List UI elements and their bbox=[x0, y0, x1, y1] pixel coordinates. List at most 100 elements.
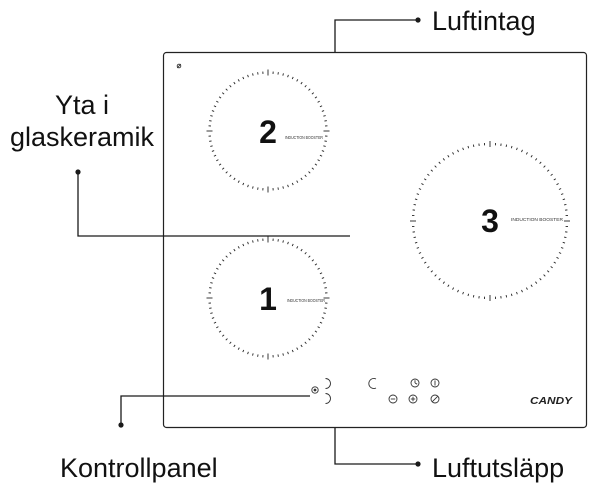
zone-tick bbox=[210, 145, 213, 147]
zone-tick bbox=[300, 344, 303, 348]
cooking-zone-3: 3 INDUCTION BOOSTER bbox=[410, 141, 570, 301]
zone-tick bbox=[218, 163, 222, 166]
zone-tick bbox=[438, 277, 441, 281]
zone-tick bbox=[252, 240, 254, 243]
zone-tick bbox=[521, 289, 523, 293]
zone-tick bbox=[546, 169, 550, 172]
zone-tick bbox=[516, 147, 518, 151]
zone-tick bbox=[296, 246, 299, 249]
zone-tick bbox=[237, 246, 240, 249]
zone-tick bbox=[242, 182, 245, 186]
zone-tick bbox=[252, 186, 254, 189]
zone-tick bbox=[319, 154, 323, 157]
zone-tick bbox=[421, 183, 424, 186]
zone-tick bbox=[282, 186, 284, 189]
zone-tick bbox=[505, 144, 508, 148]
zone-tick bbox=[430, 169, 434, 172]
zone-tick bbox=[521, 149, 523, 153]
zone-tick bbox=[413, 236, 417, 239]
leader-dot bbox=[415, 17, 421, 23]
zone-tick bbox=[314, 163, 318, 166]
air-outlet-callout: Luftutsläpp bbox=[334, 428, 564, 483]
zone-ring bbox=[206, 236, 330, 360]
control-panel bbox=[311, 378, 440, 404]
zone-tick bbox=[311, 334, 315, 337]
zone-tick bbox=[247, 351, 249, 355]
bracket-symbol-icon bbox=[325, 393, 331, 404]
zone-tick bbox=[510, 145, 513, 149]
zone-tick bbox=[252, 73, 254, 76]
zone-tick bbox=[447, 284, 450, 288]
zone-tick bbox=[211, 317, 215, 319]
zone-tick bbox=[216, 267, 219, 270]
zone-tick bbox=[218, 330, 222, 333]
induction-booster-label: INDUCTION BOOSTER bbox=[287, 298, 326, 303]
zone-tick bbox=[218, 96, 222, 99]
zone-tick bbox=[530, 154, 533, 158]
zone-tick bbox=[560, 247, 564, 249]
zone-tick bbox=[472, 294, 475, 298]
hob-glass-top bbox=[162, 51, 588, 429]
zone-tick bbox=[221, 259, 225, 262]
zone-tick bbox=[416, 247, 420, 249]
zone-tick bbox=[317, 159, 320, 162]
slash-circle-icon bbox=[430, 394, 440, 404]
zone-tick bbox=[291, 76, 294, 80]
zone-tick bbox=[543, 165, 546, 168]
cooking-zone-2: 2 INDUCTION BOOSTER bbox=[206, 69, 330, 193]
zone-tick bbox=[221, 92, 225, 95]
surface-label-line-1: Yta i bbox=[55, 90, 109, 120]
zone-tick bbox=[213, 272, 217, 275]
zone-tick bbox=[321, 110, 325, 112]
zone-tick bbox=[423, 261, 427, 264]
zone-tick bbox=[225, 338, 228, 341]
minus-icon bbox=[388, 394, 398, 404]
zone-tick bbox=[438, 161, 441, 165]
zone-tick bbox=[308, 88, 311, 91]
zone-tick bbox=[550, 266, 553, 269]
zone-tick bbox=[317, 100, 320, 103]
zone-tick bbox=[562, 198, 566, 201]
zone-tick bbox=[252, 353, 254, 356]
zone-tick bbox=[516, 291, 518, 295]
zone-tick bbox=[304, 341, 307, 345]
zone-tick bbox=[211, 277, 215, 279]
zone-tick bbox=[560, 193, 564, 195]
zone-tick bbox=[311, 92, 315, 95]
zone-tick bbox=[530, 284, 533, 288]
zone-tick bbox=[323, 115, 326, 117]
zone-tick bbox=[321, 317, 325, 319]
zone-tick bbox=[319, 105, 323, 108]
zone-tick bbox=[314, 96, 318, 99]
induction-booster-label: INDUCTION BOOSTER bbox=[285, 135, 324, 140]
zone-tick bbox=[213, 154, 217, 157]
zone-tick bbox=[472, 144, 475, 148]
zone-tick bbox=[546, 270, 550, 273]
zone-tick bbox=[323, 312, 326, 314]
zone-ring bbox=[206, 69, 330, 193]
zone-tick bbox=[317, 267, 320, 270]
zone-tick bbox=[553, 261, 557, 264]
zone-tick bbox=[282, 73, 284, 76]
surface-label-line-2: glaskeramik bbox=[10, 122, 155, 152]
zone-tick bbox=[210, 115, 213, 117]
zone-tick bbox=[300, 177, 303, 181]
zone-tick bbox=[535, 281, 538, 284]
zone-number: 3 bbox=[481, 203, 499, 239]
zone-tick bbox=[505, 294, 508, 298]
air-outlet-label: Luftutsläpp bbox=[432, 453, 564, 483]
zone-tick bbox=[304, 84, 307, 88]
zone-tick bbox=[414, 198, 418, 201]
leader-dot bbox=[118, 422, 124, 428]
zone-tick bbox=[418, 188, 422, 190]
zone-tick bbox=[291, 349, 294, 353]
zone-tick bbox=[414, 241, 418, 244]
zone-tick bbox=[296, 180, 299, 183]
surface-callout: Yta i glaskeramik bbox=[10, 90, 350, 237]
zone-tick bbox=[321, 277, 325, 279]
zone-tick bbox=[229, 251, 232, 255]
zone-tick bbox=[296, 79, 299, 82]
zone-tick bbox=[556, 256, 559, 259]
air-intake-callout: Luftintag bbox=[334, 6, 536, 52]
